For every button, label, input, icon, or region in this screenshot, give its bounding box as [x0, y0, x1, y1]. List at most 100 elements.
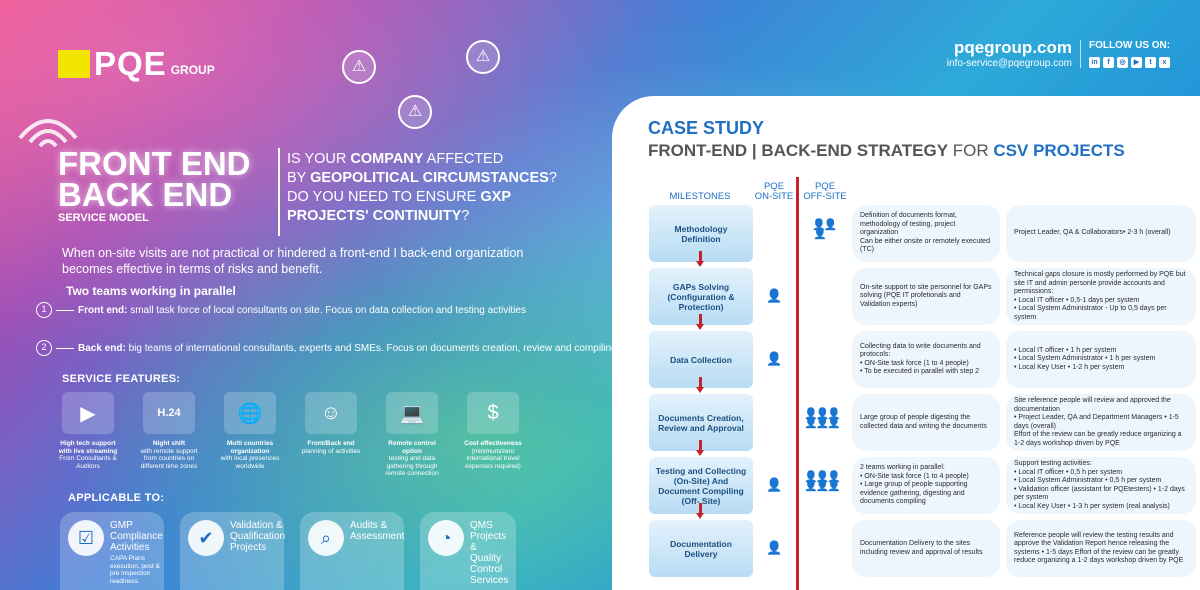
applicable-card[interactable]: ◔QMS Projects & Quality Control Services	[420, 512, 516, 590]
team-back-end: 2 Back end: big teams of international c…	[36, 340, 617, 356]
feature-desc: with remote support from countries on di…	[140, 447, 198, 470]
effort-line: Effort of the review can be greatly redu…	[1014, 431, 1182, 447]
hero-subtitle: SERVICE MODEL	[58, 212, 149, 224]
q-text: IS YOUR	[287, 151, 351, 167]
remote-laptop-icon: 💻	[386, 392, 438, 434]
instagram-icon[interactable]: ◎	[1117, 57, 1128, 68]
audit-magnifier-icon: ⌕	[308, 520, 344, 556]
applicable-title: Audits & Assessment	[350, 520, 405, 542]
effort-line: • Local IT officer • 1 h per system	[1014, 346, 1117, 354]
offsite-team-icon: 👤👤👤👤👤👤	[804, 471, 841, 492]
title-line-1: FRONT END	[58, 145, 251, 182]
pqe-logo[interactable]: PQE GROUP	[58, 45, 215, 83]
description-pill: Documentation Delivery to the sites incl…	[852, 520, 1000, 577]
linkedin-icon[interactable]: in	[1089, 57, 1100, 68]
checklist-icon: ☑	[68, 520, 104, 556]
col-offsite-b: OFF-SITE	[803, 191, 847, 202]
effort-line: Site reference people will review and ap…	[1014, 397, 1171, 413]
q-bold: GXP	[480, 189, 512, 205]
col-onsite-a: PQE	[763, 181, 785, 192]
feature-title: Cost effectiveness	[464, 440, 522, 447]
follow-label: FOLLOW US ON:	[1089, 40, 1171, 51]
case-study-subtitle: FRONT-END | BACK-END STRATEGY FOR CSV PR…	[648, 141, 1125, 161]
applicable-heading: APPLICABLE TO:	[68, 492, 165, 504]
qms-chart-icon: ◔	[428, 520, 464, 556]
youtube-icon[interactable]: ▶	[1131, 57, 1142, 68]
description-line: Can be either onsite or remotely execute…	[860, 237, 990, 254]
team-number: 1	[36, 302, 52, 318]
description-line: Documentation Delivery to the sites incl…	[860, 540, 983, 556]
twitter-icon[interactable]: t	[1145, 57, 1156, 68]
col-milestones: MILESTONES	[669, 191, 731, 202]
onsite-person-icon: 👤	[766, 477, 783, 492]
feature-text: Cost effectiveness(minimum/zero internat…	[463, 440, 523, 470]
hero-title: FRONT END BACK END	[58, 145, 251, 213]
person-headset-icon: ☺	[305, 392, 357, 434]
team-front-end: 1 Front end: small task force of local c…	[36, 302, 526, 318]
hero-question: IS YOUR COMPANY AFFECTED BY GEOPOLITICAL…	[287, 150, 597, 226]
description-line: On-site support to site personnel for GA…	[860, 283, 992, 308]
col-onsite: PQE ON-SITE	[752, 182, 796, 202]
feature-desc: planning of activities	[301, 447, 361, 455]
effort-line: Reference people will review the testing…	[1014, 531, 1184, 565]
feature-desc: (minimum/zero international travel expen…	[465, 447, 521, 470]
timeline-divider	[796, 177, 799, 590]
col-offsite: PQE OFF-SITE	[800, 182, 850, 202]
applicable-title: QMS Projects & Quality Control Services	[470, 520, 509, 586]
effort-pill: Technical gaps closure is mostly perform…	[1006, 268, 1196, 325]
team-text: big teams of international consultants, …	[125, 342, 617, 354]
divider	[56, 347, 74, 349]
applicable-card[interactable]: ✔Validation & Qualification Projects	[180, 512, 286, 590]
arrow-down-icon	[696, 314, 704, 330]
q-bold: PROJECTS' CONTINUITY	[287, 208, 462, 224]
effort-pill: Project Leader, QA & Collaborators• 2-3 …	[1006, 205, 1196, 262]
effort-line: Technical gaps closure is mostly perform…	[1014, 271, 1186, 295]
applicable-title: Validation & Qualification Projects	[230, 520, 286, 553]
effort-line: • Local Key User • 1-2 h per system	[1014, 363, 1125, 371]
arrow-down-icon	[696, 377, 704, 393]
subtitle-part: CSV PROJECTS	[993, 141, 1125, 160]
description-pill: 2 teams working in parallel:• ON-Site ta…	[852, 457, 1000, 514]
onsite-person-icon: 👤	[766, 540, 783, 555]
feature-title: High tech support with live streaming	[58, 440, 118, 455]
effort-pill: • Local IT officer • 1 h per system• Loc…	[1006, 331, 1196, 388]
description-pill: On-site support to site personnel for GA…	[852, 268, 1000, 325]
description-pill: Large group of people digesting the coll…	[852, 394, 1000, 451]
teams-title: Two teams working in parallel	[66, 284, 236, 298]
col-offsite-a: PQE	[814, 181, 836, 192]
shield-check-icon: ✔	[188, 520, 224, 556]
arrow-down-icon	[696, 251, 704, 267]
arrow-down-icon	[696, 503, 704, 519]
arrow-down-icon	[696, 440, 704, 456]
description-line: • Large group of people supporting evide…	[860, 481, 968, 506]
title-divider	[278, 148, 280, 236]
effort-pill: Reference people will review the testing…	[1006, 520, 1196, 577]
effort-line: • Local System Administrator • 1 h per s…	[1014, 355, 1156, 363]
h24-icon: H.24	[143, 392, 195, 434]
effort-line: • Local IT officer • 0,5-1 days per syst…	[1014, 296, 1140, 304]
applicable-sub: CAPA Plans execution, post & pre inspect…	[110, 555, 160, 585]
xing-icon[interactable]: x	[1159, 57, 1170, 68]
site-url[interactable]: pqegroup.com	[953, 38, 1072, 57]
feature-desc: testing and data gathering through remot…	[385, 455, 439, 477]
applicable-title: GMP Compliance Activities	[110, 520, 163, 553]
title-line-2: BACK END	[58, 176, 233, 213]
milestone-box[interactable]: Documentation Delivery	[649, 520, 753, 577]
applicable-text: QMS Projects & Quality Control Services	[470, 520, 508, 590]
subtitle-part: FRONT-END | BACK-END STRATEGY	[648, 141, 949, 160]
description-pill: Definition of documents format, methodol…	[852, 205, 1000, 262]
site-email[interactable]: info-service@pqegroup.com	[946, 58, 1072, 69]
description-line: Collecting data to write documents and p…	[860, 342, 981, 359]
q-text: ?	[461, 208, 470, 224]
feature-title: Night shift	[152, 440, 186, 447]
facebook-icon[interactable]: f	[1103, 57, 1114, 68]
logo-text: PQE	[94, 45, 167, 82]
applicable-card[interactable]: ⌕ Audits & Assessment	[300, 512, 404, 590]
